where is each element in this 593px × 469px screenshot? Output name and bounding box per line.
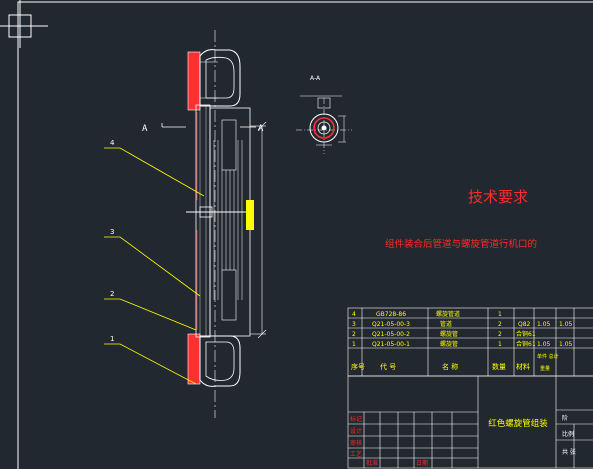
bom-header-code: 代 号 [380,362,396,371]
ucs-crosshair-icon [0,0,48,48]
bom-weight-unit: 1.05 [537,321,551,328]
bom-weight-total: 1.05 [559,341,573,348]
bom-header-qty: 数量 [492,362,506,371]
bom-name: 管道 [440,320,452,328]
bom-header-weight2: 重量 [540,365,550,372]
bom-code: Q21-05-00-3 [372,321,410,328]
title-label-mark: 标记 [350,415,362,423]
bom-material: Q82 [518,321,531,328]
bom-material: 合铜61 [516,340,536,348]
section-view: A-A [296,75,352,154]
section-indicator [161,123,256,128]
bom-qty: 1 [498,341,502,348]
bom-no: 3 [352,321,356,328]
section-view-label: A-A [310,75,321,82]
title-label-sheets: 共 张 [562,448,576,456]
drawing-frame [17,1,593,469]
bom-no: 2 [352,331,356,338]
title-label-stage: 阶 [562,414,568,422]
bom-header-no: 序号 [351,362,365,371]
title-label-approve: 批准 [366,459,378,467]
title-block-labels: 标记 设计 审核 工艺 批准 日期 阶 比例 共 张 [350,414,576,467]
title-label-date: 日期 [416,459,428,467]
section-label-right: A [258,124,264,134]
callout-1: 1 [110,335,114,343]
callout-2: 2 [110,290,114,298]
bom-table [347,307,593,377]
tech-requirements-title: 技术要求 [468,188,528,206]
bom-weight-unit: 1.05 [537,341,551,348]
top-flange [187,49,241,111]
drawing-title: 红色螺旋管组装 [488,418,548,429]
section-label-left: A [142,124,148,134]
bom-weight-total: 1.05 [559,321,573,328]
bom-qty: 2 [498,321,502,328]
bom-header-material: 材料 [516,362,530,371]
leader-lines [104,147,205,385]
bom-code: GB728-86 [376,311,406,318]
bom-qty: 2 [498,331,502,338]
callout-3: 3 [110,228,114,236]
bom-code: Q21-05-00-2 [372,331,410,338]
title-label-review: 审核 [350,439,362,447]
bom-name: 螺旋管道 [436,310,460,318]
title-label-process: 工艺 [350,450,362,458]
bom-name: 螺旋管 [440,340,458,348]
bom-name: 螺旋管 [440,330,458,338]
bom-no: 1 [352,341,356,348]
tech-requirements-text: 组件装合后管道与螺旋管道行机口的 [385,238,537,250]
tube-assembly [195,104,251,338]
callout-4: 4 [110,139,115,147]
yellow-marker [246,200,254,230]
bom-code: Q21-05-00-1 [372,341,410,348]
title-label-scale: 比例 [562,430,574,438]
bom-no: 4 [352,311,356,318]
title-block [347,375,593,469]
bom-qty: 1 [498,311,502,318]
dimension-vertical [250,121,267,339]
bom-header-weight: 单件 总计 [537,353,559,360]
bom-header-name: 名 称 [442,362,458,371]
rod-clamp [199,206,213,218]
bom-material: 合铜61 [516,330,536,338]
bom-rows: 4 GB728-86 螺旋管道 1 3 Q21-05-00-3 管道 2 Q82… [352,310,573,348]
bom-header: 序号 代 号 名 称 数量 材料 单件 总计 重量 [351,353,559,372]
bottom-flange [187,333,241,387]
title-label-design: 设计 [350,427,362,435]
